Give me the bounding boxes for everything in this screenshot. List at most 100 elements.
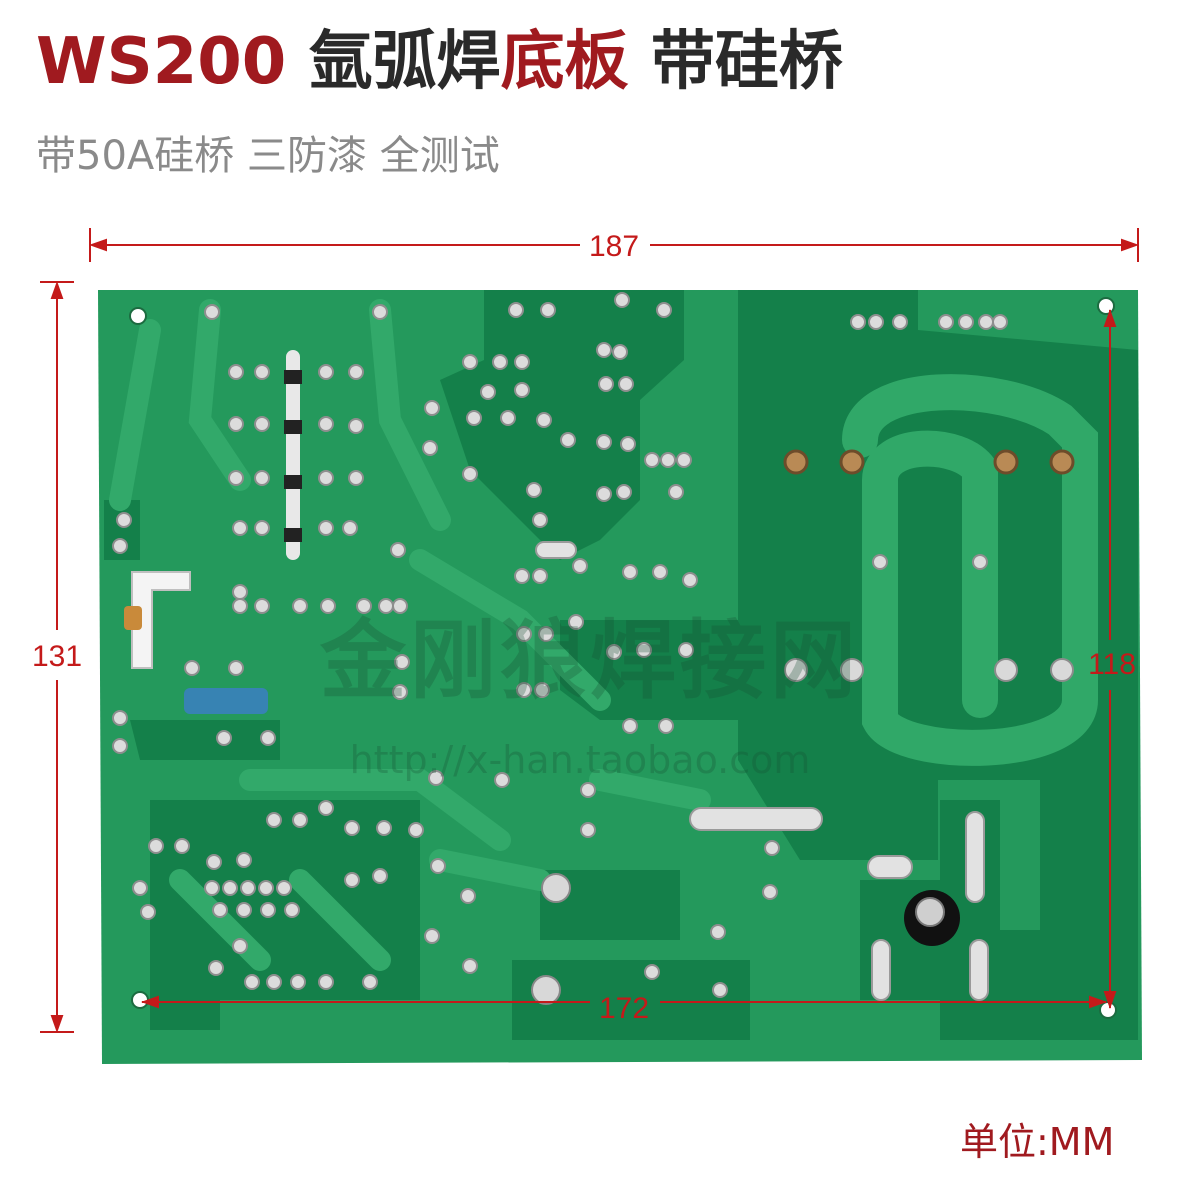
solder-joint	[514, 568, 530, 584]
title-part3: 带硅桥	[650, 25, 843, 99]
solder-joint	[276, 880, 292, 896]
solder-joint	[318, 364, 334, 380]
solder-joint	[538, 626, 554, 642]
solder-joint	[616, 484, 632, 500]
solder-joint	[424, 400, 440, 416]
solder-joint	[208, 960, 224, 976]
product-subtitle: 带50A硅桥 三防漆 全测试	[36, 133, 500, 179]
solder-joint	[460, 888, 476, 904]
solder-joint	[892, 314, 908, 330]
solder-joint	[514, 382, 530, 398]
solder-joint	[598, 376, 614, 392]
solder-joint	[532, 512, 548, 528]
solder-joint	[318, 416, 334, 432]
solder-joint	[480, 384, 496, 400]
solder-joint	[372, 868, 388, 884]
title-part2: 底板	[500, 25, 629, 99]
solder-joint	[656, 302, 672, 318]
solder-joint	[260, 730, 276, 746]
solder-joint	[266, 974, 282, 990]
mounting-screw	[541, 873, 571, 903]
solder-joint	[606, 644, 622, 660]
solder-joint	[560, 432, 576, 448]
solder-joint	[174, 838, 190, 854]
solder-joint	[428, 770, 444, 786]
solder-joint	[492, 354, 508, 370]
blue-label	[184, 688, 268, 714]
solder-joint	[644, 964, 660, 980]
solder-joint	[228, 416, 244, 432]
solder-joint	[508, 302, 524, 318]
dim-height-right: 118	[1088, 648, 1136, 681]
solder-joint	[712, 982, 728, 998]
solder-joint	[348, 418, 364, 434]
solder-joint	[204, 880, 220, 896]
terminal-pads	[783, 449, 1075, 475]
solder-joint	[204, 304, 220, 320]
brass-component	[124, 606, 142, 630]
solder-joint	[342, 520, 358, 536]
solder-joint	[500, 410, 516, 426]
solder-joint	[762, 884, 778, 900]
solder-joint	[318, 470, 334, 486]
solder-joint	[618, 376, 634, 392]
solder-joint	[132, 880, 148, 896]
solder-joint	[652, 564, 668, 580]
solder-joint	[232, 520, 248, 536]
solder-joint	[254, 364, 270, 380]
title-model: WS200	[36, 25, 287, 99]
solder-joint	[244, 974, 260, 990]
solder-joint	[660, 452, 676, 468]
solder-joint	[344, 820, 360, 836]
dim-height-left: 131	[32, 640, 82, 673]
solder-joint	[612, 344, 628, 360]
solder-joint	[850, 314, 866, 330]
solder-joint	[462, 354, 478, 370]
solder-joint	[614, 292, 630, 308]
solder-joint	[644, 452, 660, 468]
solder-joint	[514, 354, 530, 370]
mounting-screw-2	[531, 975, 561, 1005]
solder-joint	[526, 482, 542, 498]
solder-joint	[424, 928, 440, 944]
solder-joint	[422, 440, 438, 456]
signal-traces	[109, 299, 711, 971]
solder-joints	[112, 292, 1008, 998]
solder-joint	[764, 840, 780, 856]
solder-joint	[112, 710, 128, 726]
copper-pours	[104, 290, 1138, 1040]
solder-joint	[236, 902, 252, 918]
watermark-url: http://x-han.taobao.com	[349, 738, 811, 782]
terminal-bracket	[131, 571, 191, 669]
solder-joint	[536, 412, 552, 428]
dim-width-bottom: 172	[599, 992, 649, 1025]
solder-joint	[872, 554, 888, 570]
solder-joint	[462, 958, 478, 974]
dimension-lines	[40, 228, 1139, 1033]
dim-width-top: 187	[589, 230, 639, 263]
solder-joint	[232, 598, 248, 614]
solder-joint	[668, 484, 684, 500]
solder-joint	[494, 772, 510, 788]
solder-joint	[254, 470, 270, 486]
solder-joint	[216, 730, 232, 746]
solder-joint	[362, 974, 378, 990]
solder-joint	[596, 486, 612, 502]
solder-joint	[228, 470, 244, 486]
solder-joint	[620, 436, 636, 452]
solder-joint	[408, 822, 424, 838]
solder-bars	[535, 541, 989, 1001]
solder-joint	[254, 520, 270, 536]
watermark-text: 金刚狼焊接网	[320, 611, 860, 711]
solder-joint	[356, 598, 372, 614]
solder-joint	[972, 554, 988, 570]
solder-joint	[236, 852, 252, 868]
solder-joint	[318, 800, 334, 816]
unit-label: 单位:MM	[960, 1120, 1115, 1164]
solder-joint	[532, 568, 548, 584]
solder-joint	[392, 684, 408, 700]
solder-joint	[568, 614, 584, 630]
solder-joint	[376, 820, 392, 836]
solder-joint	[466, 410, 482, 426]
solder-joint	[292, 598, 308, 614]
